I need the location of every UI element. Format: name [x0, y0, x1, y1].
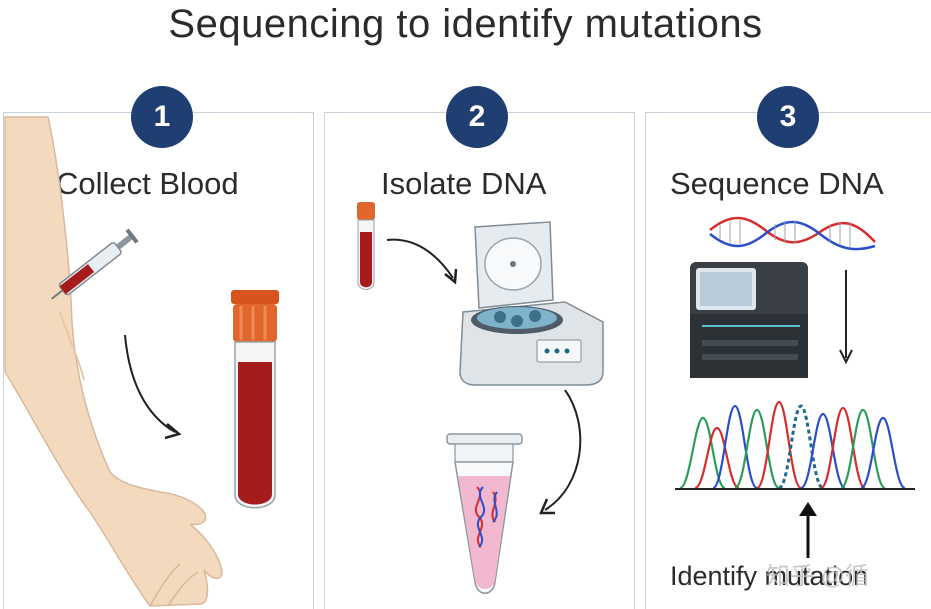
flow-arrow-1: [124, 334, 182, 440]
flow-arrow-2: [386, 238, 458, 285]
mutation-pointer-arrow: [799, 502, 817, 558]
watermark: 知乎 @循: [766, 563, 870, 590]
chromatogram-icon: [675, 400, 915, 490]
flow-arrow-4: [839, 270, 853, 365]
arm-illustration: [4, 116, 223, 607]
step-label-isolate-dna: Isolate DNA: [381, 166, 547, 201]
page-title: Sequencing to identify mutations: [168, 2, 763, 46]
syringe-icon: [51, 228, 139, 300]
sequencer-icon: [690, 262, 808, 378]
dna-tube-icon: [446, 433, 523, 594]
step-label-collect-blood: Collect Blood: [56, 166, 239, 201]
sample-tube-icon: [357, 202, 375, 290]
step-badge-2: 2: [446, 86, 508, 148]
flow-arrow-3: [539, 389, 582, 515]
step-badge-3: 3: [757, 86, 819, 148]
step-label-sequence-dna: Sequence DNA: [670, 166, 884, 201]
dna-helix-icon: [709, 216, 876, 251]
centrifuge-icon: [459, 221, 604, 386]
blood-tube-icon: [231, 290, 279, 509]
step-badge-1: 1: [131, 86, 193, 148]
identify-mutation-label: Identify mutation: [670, 561, 869, 591]
